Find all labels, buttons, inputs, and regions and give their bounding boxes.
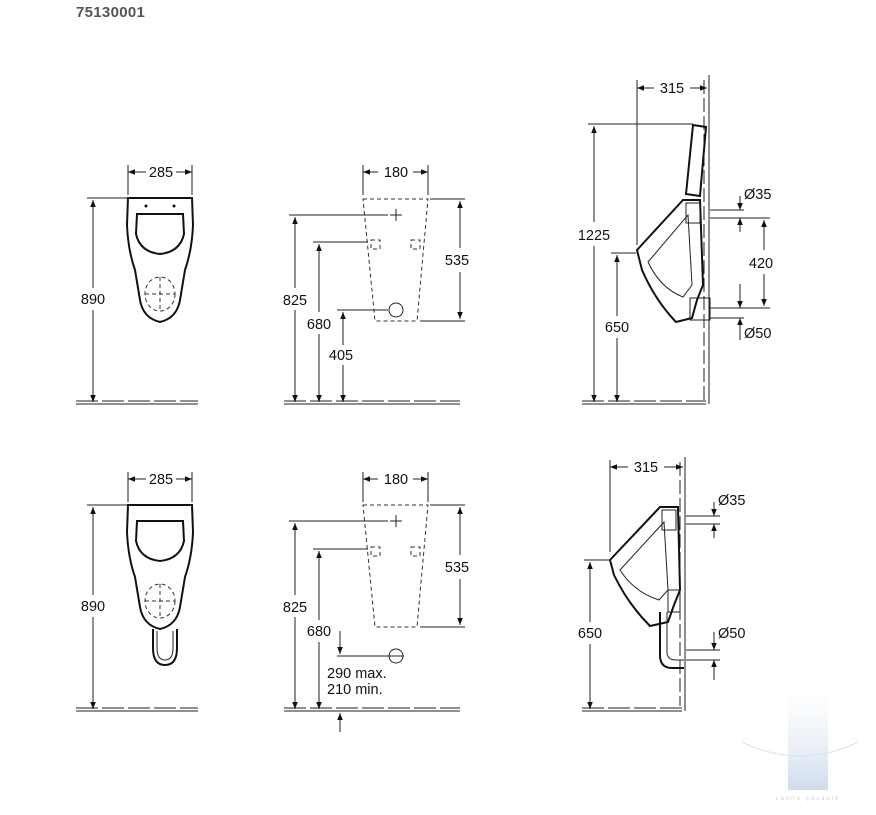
width-285-bottom: 285 <box>149 472 173 488</box>
width-180: 180 <box>384 165 408 181</box>
watermark-text: vannu pasaule <box>775 796 840 802</box>
height-1225: 1225 <box>578 228 610 244</box>
height-890-bottom: 890 <box>81 599 105 615</box>
height-890: 890 <box>81 292 105 308</box>
height-420: 420 <box>749 256 773 272</box>
height-680: 680 <box>307 317 331 333</box>
watermark: vannu pasaule <box>741 690 859 802</box>
top-side-view: 315 1225 650 Ø35 420 Ø50 <box>578 75 773 405</box>
height-650-bottom: 650 <box>578 626 602 642</box>
range-min: 210 min. <box>327 682 383 698</box>
floor-line <box>76 400 198 405</box>
height-535-bottom: 535 <box>445 560 469 576</box>
width-285: 285 <box>149 165 173 181</box>
height-825: 825 <box>283 293 307 309</box>
range-max: 290 max. <box>327 666 387 682</box>
diameter-50-bottom: Ø50 <box>718 626 745 642</box>
top-mount-view: 180 535 825 680 405 <box>283 165 469 405</box>
diameter-35-bottom: Ø35 <box>718 493 745 509</box>
height-650: 650 <box>605 320 629 336</box>
diameter-50: Ø50 <box>744 326 771 342</box>
height-405: 405 <box>329 348 353 364</box>
height-535: 535 <box>445 253 469 269</box>
product-code: 75130001 <box>76 4 146 21</box>
height-680-bottom: 680 <box>307 624 331 640</box>
depth-315-bottom: 315 <box>634 460 658 476</box>
bottom-side-view: 315 650 Ø35 Ø50 <box>578 457 745 712</box>
diameter-35: Ø35 <box>744 187 771 203</box>
top-front-view: 285 890 <box>76 165 198 405</box>
bottom-front-view: 285 890 <box>76 472 198 712</box>
width-180-bottom: 180 <box>384 472 408 488</box>
height-825-bottom: 825 <box>283 600 307 616</box>
bottom-mount-view: 180 535 825 680 290 max. 210 min. <box>283 472 469 732</box>
depth-315: 315 <box>660 81 684 97</box>
